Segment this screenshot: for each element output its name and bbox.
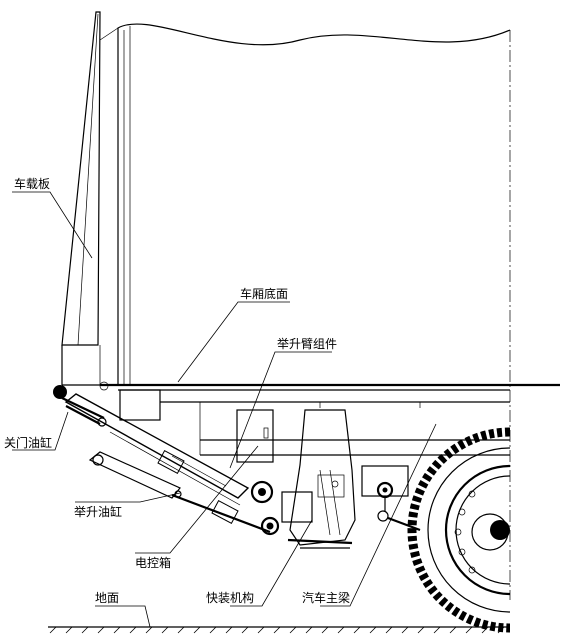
label-box-floor: 车厢底面	[240, 286, 288, 301]
label-vehicle-board: 车载板	[14, 176, 50, 191]
vehicle-board	[53, 11, 109, 399]
leader-lines	[12, 191, 437, 628]
label-lift-cylinder: 举升油缸	[74, 504, 122, 519]
truck-wheel	[407, 427, 511, 633]
label-ground: 地面	[95, 591, 119, 605]
lift-cylinder	[88, 451, 271, 534]
label-quick-mount: 快装机构	[206, 590, 254, 605]
label-lift-arm-assembly: 举升臂组件	[277, 337, 337, 351]
ground-line	[48, 626, 510, 634]
main-beam-clamp	[361, 465, 421, 532]
control-box	[236, 409, 274, 463]
quick-mount-mechanism	[281, 409, 356, 549]
label-main-beam: 汽车主梁	[302, 590, 350, 605]
box-floor-structure	[100, 383, 560, 456]
door-cylinder	[61, 397, 107, 427]
label-control-box: 电控箱	[135, 555, 171, 570]
truck-box	[99, 23, 511, 600]
label-door-cylinder: 关门油缸	[4, 435, 52, 450]
lift-arm-assembly	[64, 393, 280, 536]
